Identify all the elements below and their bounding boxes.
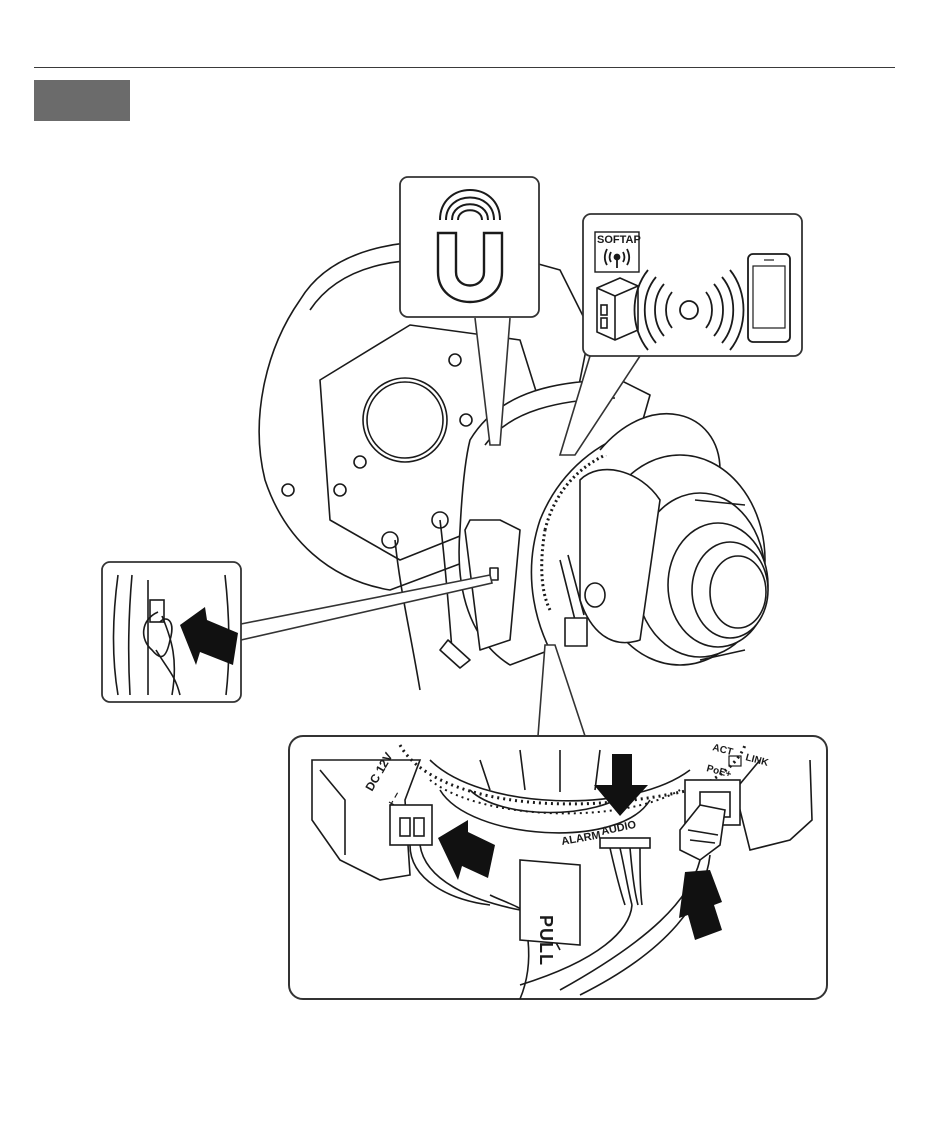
side-cable-callout [102,562,492,702]
connector-callout: DC 12V + − PULL ALARM AUDIO ACT LINK PoE… [289,645,827,999]
softap-label: SOFTAP [597,234,641,246]
usb-dongle-icon [597,278,638,340]
smartphone-icon [748,254,790,342]
pull-label: PULL [536,915,556,966]
